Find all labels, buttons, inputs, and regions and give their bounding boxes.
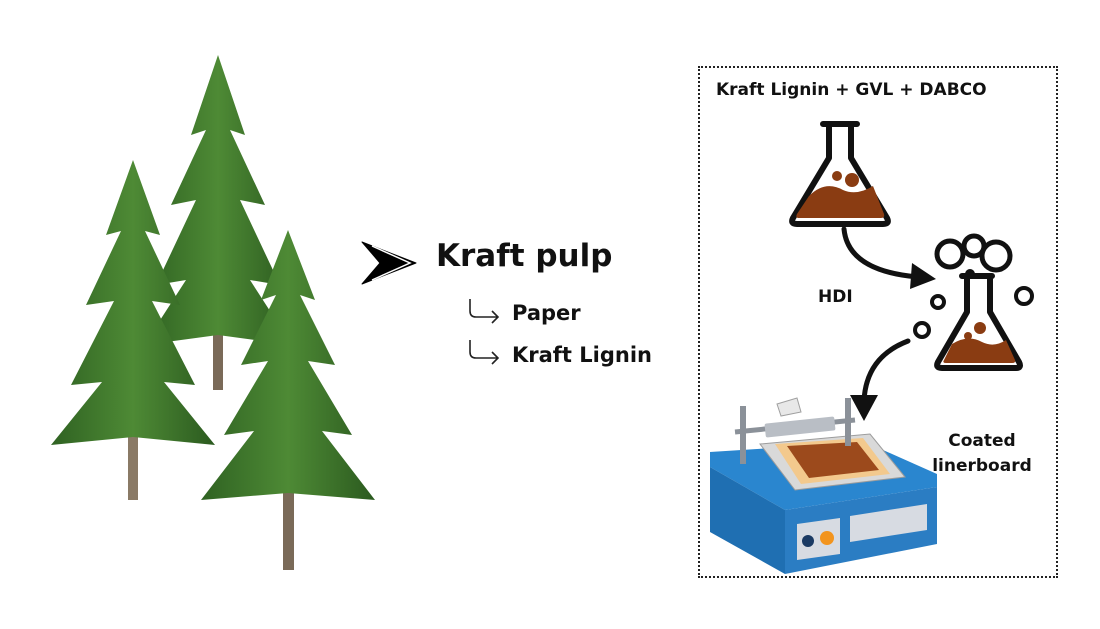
product-kraft-lignin-label: Kraft Lignin [512, 343, 652, 367]
branch-arrow-icon [469, 299, 500, 324]
bubbling-flask-icon [913, 233, 1034, 371]
reagents-label: Kraft Lignin + GVL + DABCO [716, 80, 987, 100]
coating-machine [710, 397, 937, 574]
kraft-pulp-label: Kraft pulp [436, 238, 613, 274]
tree-middle [144, 55, 292, 390]
coated-label-line2: linerboard [932, 456, 1032, 476]
hdi-label: HDI [818, 287, 853, 307]
coated-label-line1: Coated [948, 431, 1016, 451]
flask-icon [789, 121, 891, 227]
curved-arrow-icon [841, 226, 936, 289]
tree-right [201, 230, 375, 570]
curved-arrow-icon [850, 338, 911, 421]
product-paper-label: Paper [512, 301, 581, 325]
process-panel [698, 66, 1058, 578]
branch-arrow-icon [469, 340, 500, 365]
tree-left [51, 160, 215, 500]
conifer-trees [51, 55, 375, 570]
chevron-arrow-right-icon [361, 241, 417, 285]
coated-linerboard-label: Coated linerboard [928, 429, 1036, 479]
